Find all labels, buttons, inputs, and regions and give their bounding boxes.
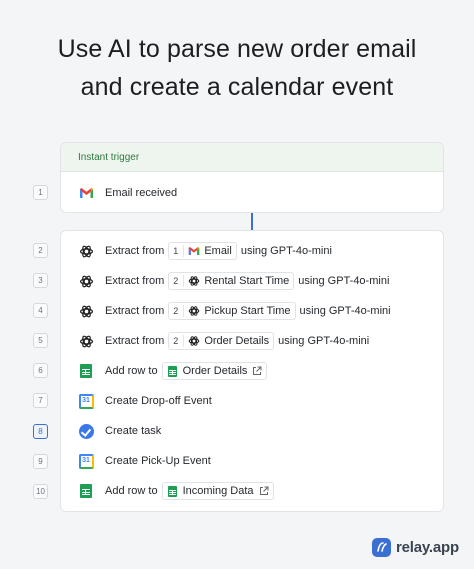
step-row-5[interactable]: Extract from 2 Order Details using GPT-4… bbox=[78, 331, 373, 351]
step-text: Extract from bbox=[105, 335, 165, 347]
brand-name: relay.app bbox=[396, 538, 459, 556]
google-sheets-icon bbox=[167, 485, 179, 497]
openai-icon bbox=[188, 335, 200, 347]
step-row-6[interactable]: Add row to Order Details bbox=[78, 361, 271, 381]
chip-step-number: 2 bbox=[173, 335, 185, 347]
google-sheets-icon bbox=[78, 363, 94, 379]
step-suffix: using GPT-4o-mini bbox=[299, 305, 391, 317]
step-text: Create Drop-off Event bbox=[105, 395, 212, 407]
google-sheets-icon bbox=[167, 365, 179, 377]
variable-chip[interactable]: 2 Rental Start Time bbox=[168, 272, 295, 290]
step-text: Extract from bbox=[105, 275, 165, 287]
variable-chip[interactable]: 2 Pickup Start Time bbox=[168, 302, 296, 320]
chip-label: Email bbox=[204, 245, 232, 257]
trigger-header: Instant trigger bbox=[61, 143, 443, 172]
step-number-2: 2 bbox=[33, 243, 48, 258]
step-text: Create Pick-Up Event bbox=[105, 455, 211, 467]
variable-chip[interactable]: 2 Order Details bbox=[168, 332, 275, 350]
google-calendar-icon bbox=[78, 393, 94, 409]
step-text: Extract from bbox=[105, 305, 165, 317]
chip-label: Incoming Data bbox=[182, 485, 254, 497]
openai-icon bbox=[78, 243, 94, 259]
step-suffix: using GPT-4o-mini bbox=[298, 275, 390, 287]
chip-step-number: 2 bbox=[173, 275, 185, 287]
step-row-4[interactable]: Extract from 2 Pickup Start Time using G… bbox=[78, 301, 395, 321]
step-row-2[interactable]: Extract from 1 Email using GPT-4o-mini bbox=[78, 241, 336, 261]
step-number-4: 4 bbox=[33, 303, 48, 318]
google-calendar-icon bbox=[78, 453, 94, 469]
chip-label: Order Details bbox=[204, 335, 270, 347]
step-number-6: 6 bbox=[33, 363, 48, 378]
variable-chip[interactable]: 1 Email bbox=[168, 242, 237, 260]
google-tasks-icon bbox=[78, 423, 94, 439]
flow-connector bbox=[251, 213, 253, 230]
page-title: Use AI to parse new order email and crea… bbox=[0, 30, 474, 106]
step-number-7: 7 bbox=[33, 393, 48, 408]
step-suffix: using GPT-4o-mini bbox=[278, 335, 370, 347]
trigger-card[interactable]: Instant trigger bbox=[60, 142, 444, 213]
step-row-9[interactable]: Create Pick-Up Event bbox=[78, 451, 215, 471]
sheet-chip[interactable]: Order Details bbox=[161, 362, 268, 380]
step-number-3: 3 bbox=[33, 273, 48, 288]
external-link-icon[interactable] bbox=[252, 366, 262, 376]
step-row-7[interactable]: Create Drop-off Event bbox=[78, 391, 216, 411]
step-number-8: 8 bbox=[33, 424, 48, 439]
step-row-3[interactable]: Extract from 2 Rental Start Time using G… bbox=[78, 271, 393, 291]
step-text: Create task bbox=[105, 425, 162, 437]
external-link-icon[interactable] bbox=[259, 486, 269, 496]
chip-label: Pickup Start Time bbox=[204, 305, 291, 317]
step-row-10[interactable]: Add row to Incoming Data bbox=[78, 481, 278, 501]
chip-label: Order Details bbox=[182, 365, 248, 377]
openai-icon bbox=[78, 303, 94, 319]
step-row-8[interactable]: Create task bbox=[78, 421, 165, 441]
step-number-1: 1 bbox=[33, 185, 48, 200]
trigger-row[interactable]: Email received bbox=[78, 183, 181, 203]
step-text: Extract from bbox=[105, 245, 165, 257]
step-number-10: 10 bbox=[33, 484, 48, 499]
step-suffix: using GPT-4o-mini bbox=[240, 245, 332, 257]
step-number-9: 9 bbox=[33, 454, 48, 469]
chip-step-number: 1 bbox=[173, 245, 185, 257]
chip-step-number: 2 bbox=[173, 305, 185, 317]
openai-icon bbox=[78, 273, 94, 289]
relay-logo-icon bbox=[372, 537, 391, 557]
step-text: Add row to bbox=[105, 365, 158, 377]
relay-logo: relay.app bbox=[372, 537, 459, 557]
gmail-icon bbox=[188, 245, 200, 257]
title-line-2: and create a calendar event bbox=[80, 73, 394, 101]
openai-icon bbox=[78, 333, 94, 349]
chip-label: Rental Start Time bbox=[204, 275, 290, 287]
gmail-icon bbox=[78, 185, 94, 201]
google-sheets-icon bbox=[78, 483, 94, 499]
sheet-chip[interactable]: Incoming Data bbox=[161, 482, 274, 500]
openai-icon bbox=[188, 305, 200, 317]
step-text: Add row to bbox=[105, 485, 158, 497]
title-line-1: Use AI to parse new order email bbox=[57, 35, 417, 63]
openai-icon bbox=[188, 275, 200, 287]
trigger-label: Email received bbox=[105, 187, 178, 199]
step-number-5: 5 bbox=[33, 333, 48, 348]
